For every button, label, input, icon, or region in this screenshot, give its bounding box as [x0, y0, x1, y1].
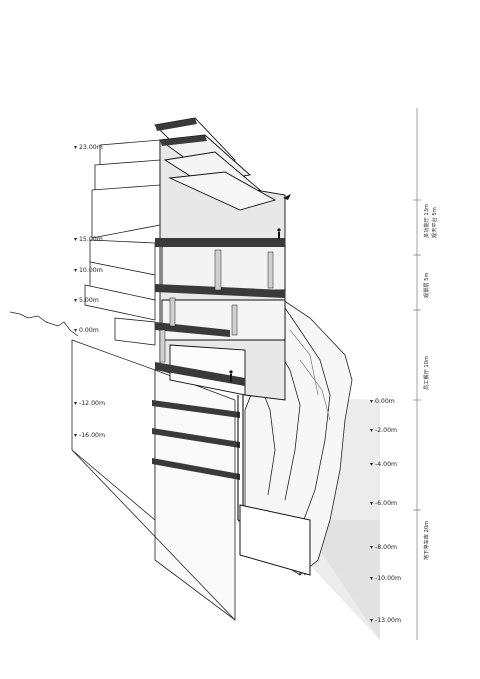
human-figure-icon: [229, 228, 281, 382]
elevation-label: 10.00m: [79, 267, 103, 274]
columns: [159, 249, 274, 363]
elevation-label: 15.00m: [79, 236, 103, 243]
elevation-label: -6.00m: [375, 500, 397, 507]
elevation-label: -8.00m: [375, 544, 397, 551]
parking-box: [239, 504, 311, 576]
elevation-label: 0.00m: [375, 398, 395, 405]
elevation-label: -4.00m: [375, 461, 397, 468]
elevation-label: -13.00m: [375, 617, 401, 624]
arrow-icon: [283, 194, 291, 200]
elevation-label: -16.00m: [79, 432, 105, 439]
floor-slabs: [152, 118, 285, 480]
elevation-label: 5.00m: [79, 297, 99, 304]
section-body: [154, 117, 286, 401]
zone-labels: 多功能厅 13m 观天平台 5m 观景层 5m 员工餐厅 10m 地下停车库 2…: [422, 204, 438, 560]
zone-label: 多功能厅 13m: [422, 204, 430, 238]
ground-line-left: [9, 311, 79, 337]
elevation-markers-left: 23.00m 15.00m 10.00m 5.00m 0.00m -12.00m…: [74, 144, 105, 439]
right-scale: [413, 108, 421, 640]
elevation-label: 0.00m: [79, 327, 99, 334]
elevation-label: -10.00m: [375, 575, 401, 582]
zone-label: 员工餐厅 10m: [422, 356, 430, 390]
elevation-label: 23.00m: [79, 144, 103, 151]
elevation-label: -12.00m: [79, 400, 105, 407]
zone-label: 观景层 5m: [423, 272, 430, 298]
elevation-label: -2.00m: [375, 427, 397, 434]
elevation-markers-right: 0.00m -2.00m -4.00m -6.00m -8.00m -10.00…: [370, 398, 401, 624]
zone-label: 地下停车库 20m: [422, 521, 430, 560]
zone-label: 观天平台 5m: [430, 207, 438, 238]
